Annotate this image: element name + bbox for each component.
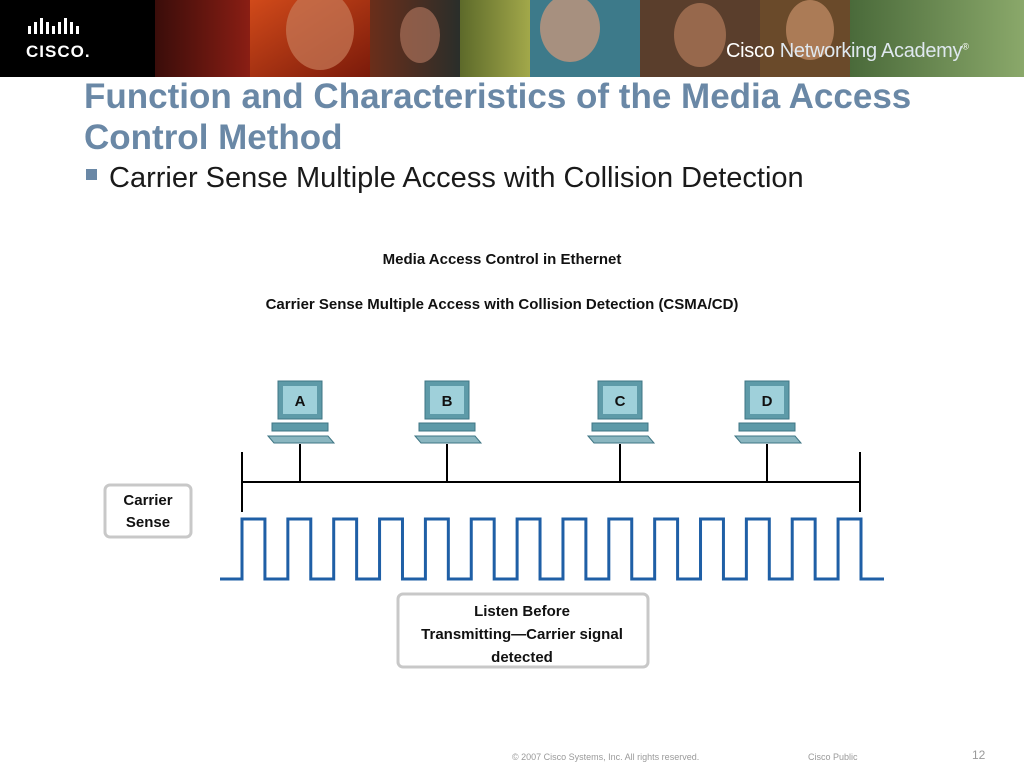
diagram-subheading: Carrier Sense Multiple Access with Colli…: [266, 296, 739, 313]
bullet-square-icon: [86, 169, 97, 180]
computer-c: C: [586, 380, 656, 482]
listen-line-2: Transmitting—Carrier signal: [421, 626, 623, 643]
footer-copyright: © 2007 Cisco Systems, Inc. All rights re…: [512, 752, 700, 762]
computer-label-a: A: [295, 393, 306, 410]
slide-title: Function and Characteristics of the Medi…: [84, 77, 912, 157]
computer-group: A B C D: [266, 380, 803, 482]
computer-a: A: [266, 380, 336, 482]
computer-label-c: C: [615, 393, 626, 410]
computer-b: B: [413, 380, 483, 482]
carrier-sense-line-1: Carrier: [123, 492, 172, 509]
academy-logo: Cisco Networking Academy®: [726, 40, 969, 63]
listen-line-1: Listen Before: [474, 603, 570, 620]
diagram-heading: Media Access Control in Ethernet: [383, 251, 622, 268]
banner-photo-strip: [0, 0, 1024, 77]
computer-label-d: D: [762, 393, 773, 410]
listen-line-3: detected: [491, 649, 553, 666]
bullet-text: Carrier Sense Multiple Access with Colli…: [109, 162, 804, 194]
carrier-sense-line-2: Sense: [126, 514, 170, 531]
carrier-signal-waveform: [220, 517, 884, 581]
computer-label-b: B: [442, 393, 453, 410]
listen-before-box: [396, 592, 650, 669]
bullet-item: Carrier Sense Multiple Access with Colli…: [86, 162, 804, 195]
page-number: 12: [972, 748, 986, 762]
computer-d: D: [733, 380, 803, 482]
academy-logo-mark: ®: [962, 41, 969, 52]
cisco-logo-text: CISCO.: [26, 42, 91, 61]
academy-logo-cisco: Cisco: [726, 40, 775, 62]
cisco-logo-bars-icon: [28, 18, 79, 34]
footer-classification: Cisco Public: [808, 752, 858, 762]
header-banner: CISCO. Cisco Networking Academy®: [0, 0, 1024, 77]
carrier-sense-box: [103, 483, 193, 539]
academy-logo-name: Networking Academy: [774, 40, 963, 62]
